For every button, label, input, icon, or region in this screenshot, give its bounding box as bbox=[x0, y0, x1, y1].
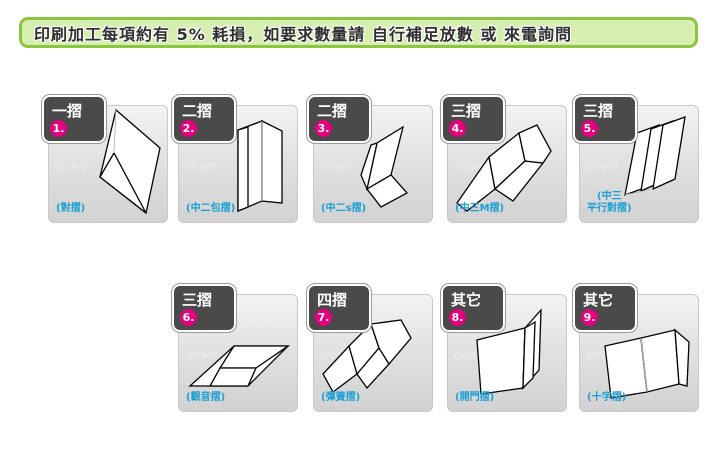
fold-type-tag: 二摺 2. bbox=[172, 95, 236, 143]
fold-type-title: 三摺 bbox=[182, 291, 213, 309]
fold-type-title: 三摺 bbox=[583, 102, 614, 120]
fold-card-4: @card @card 三摺 4. (中三M摺) bbox=[441, 95, 567, 223]
watermark: @card bbox=[454, 350, 487, 361]
caption-line: (觀音摺) bbox=[186, 392, 226, 403]
fold-type-tag: 三摺 6. bbox=[172, 284, 236, 332]
fold-card-7: @card @card 四摺 7. (彈簧摺) bbox=[307, 284, 433, 412]
watermark: @card bbox=[185, 161, 218, 172]
fold-illustration-gate-fold-closed bbox=[188, 345, 291, 387]
fold-illustration-z-fold bbox=[360, 125, 409, 208]
fold-illustration-m-fold bbox=[456, 124, 552, 212]
fold-number-badge: 2. bbox=[180, 120, 197, 137]
watermark: @card bbox=[454, 161, 487, 172]
fold-card-1: @card @card 一摺 1. (對摺) bbox=[42, 95, 168, 223]
fold-number-badge: 7. bbox=[315, 309, 332, 326]
fold-type-title: 一摺 bbox=[52, 102, 83, 120]
fold-type-tag: 三摺 5. bbox=[573, 95, 637, 143]
fold-type-title: 其它 bbox=[583, 291, 614, 309]
fold-card-8: @card @card 其它 8. (開門摺) bbox=[441, 284, 567, 412]
fold-caption: (觀音摺) bbox=[186, 392, 225, 404]
fold-type-title: 二摺 bbox=[317, 102, 348, 120]
fold-illustration-accordion-fold bbox=[322, 319, 412, 393]
fold-caption: (開門摺) bbox=[455, 392, 494, 404]
watermark: @card bbox=[586, 350, 619, 361]
watermark: @card bbox=[249, 315, 282, 326]
fold-card-9: @card @card 其它 9. (十字摺) bbox=[573, 284, 699, 412]
notice-banner: 印刷加工每項約有 5% 耗損，如要求數量請 自行補足放數 或 來電詢問 bbox=[19, 17, 698, 48]
fold-number-badge: 6. bbox=[180, 309, 197, 326]
caption-line: (中三 bbox=[597, 191, 622, 202]
caption-line: (對摺) bbox=[56, 203, 86, 214]
fold-type-tag: 四摺 7. bbox=[307, 284, 371, 332]
fold-illustration-letter-fold bbox=[237, 119, 283, 212]
fold-type-title: 其它 bbox=[451, 291, 482, 309]
fold-number-badge: 1. bbox=[50, 120, 67, 137]
fold-type-tag: 一摺 1. bbox=[42, 95, 106, 143]
watermark: @card bbox=[185, 350, 218, 361]
fold-card-5: @card @card 三摺 5. (中三 平行對摺) bbox=[573, 95, 699, 223]
fold-type-title: 四摺 bbox=[317, 291, 348, 309]
watermark: @card bbox=[320, 161, 353, 172]
caption-line: (彈簧摺) bbox=[321, 392, 361, 403]
watermark: @card bbox=[586, 161, 619, 172]
caption-line: (中三M摺) bbox=[455, 203, 505, 214]
fold-number-badge: 4. bbox=[449, 120, 466, 137]
fold-illustration-gate-fold-open bbox=[476, 308, 542, 395]
caption-line: (開門摺) bbox=[455, 392, 495, 403]
caption-line: (中二s摺) bbox=[321, 203, 367, 214]
notice-text: 印刷加工每項約有 5% 耗損，如要求數量請 自行補足放數 或 來電詢問 bbox=[34, 24, 573, 44]
fold-caption: (中三M摺) bbox=[455, 203, 504, 215]
fold-type-title: 三摺 bbox=[451, 102, 482, 120]
fold-caption: (彈簧摺) bbox=[321, 392, 360, 404]
fold-type-tag: 三摺 4. bbox=[441, 95, 505, 143]
fold-card-6: @card @card 三摺 6. (觀音摺) bbox=[172, 284, 298, 412]
fold-number-badge: 8. bbox=[449, 309, 466, 326]
watermark: @card bbox=[55, 161, 88, 172]
fold-card-3: @card @card 二摺 3. (中二s摺) bbox=[307, 95, 433, 223]
fold-caption: (中二包摺) bbox=[186, 203, 235, 215]
fold-type-tag: 二摺 3. bbox=[307, 95, 371, 143]
watermark: @card bbox=[320, 350, 353, 361]
watermark: @card bbox=[650, 315, 683, 326]
fold-illustration-parallel-fold bbox=[624, 116, 686, 197]
caption-line: 平行對摺) bbox=[587, 203, 632, 214]
fold-number-badge: 3. bbox=[315, 120, 332, 137]
fold-caption: (對摺) bbox=[56, 203, 85, 215]
fold-number-badge: 9. bbox=[581, 309, 598, 326]
fold-illustration-half-fold bbox=[99, 108, 161, 215]
fold-caption: (中三 平行對摺) bbox=[587, 191, 632, 215]
fold-type-tag: 其它 8. bbox=[441, 284, 505, 332]
fold-illustration-cross-fold bbox=[604, 328, 690, 399]
caption-line: (中二包摺) bbox=[186, 203, 236, 214]
fold-number-badge: 5. bbox=[581, 120, 598, 137]
fold-caption: (中二s摺) bbox=[321, 203, 366, 215]
fold-caption: (十字摺) bbox=[587, 392, 626, 404]
fold-type-title: 二摺 bbox=[182, 102, 213, 120]
fold-type-tag: 其它 9. bbox=[573, 284, 637, 332]
caption-line: (十字摺) bbox=[587, 392, 627, 403]
fold-card-2: @card @card 二摺 2. (中二包摺) bbox=[172, 95, 298, 223]
